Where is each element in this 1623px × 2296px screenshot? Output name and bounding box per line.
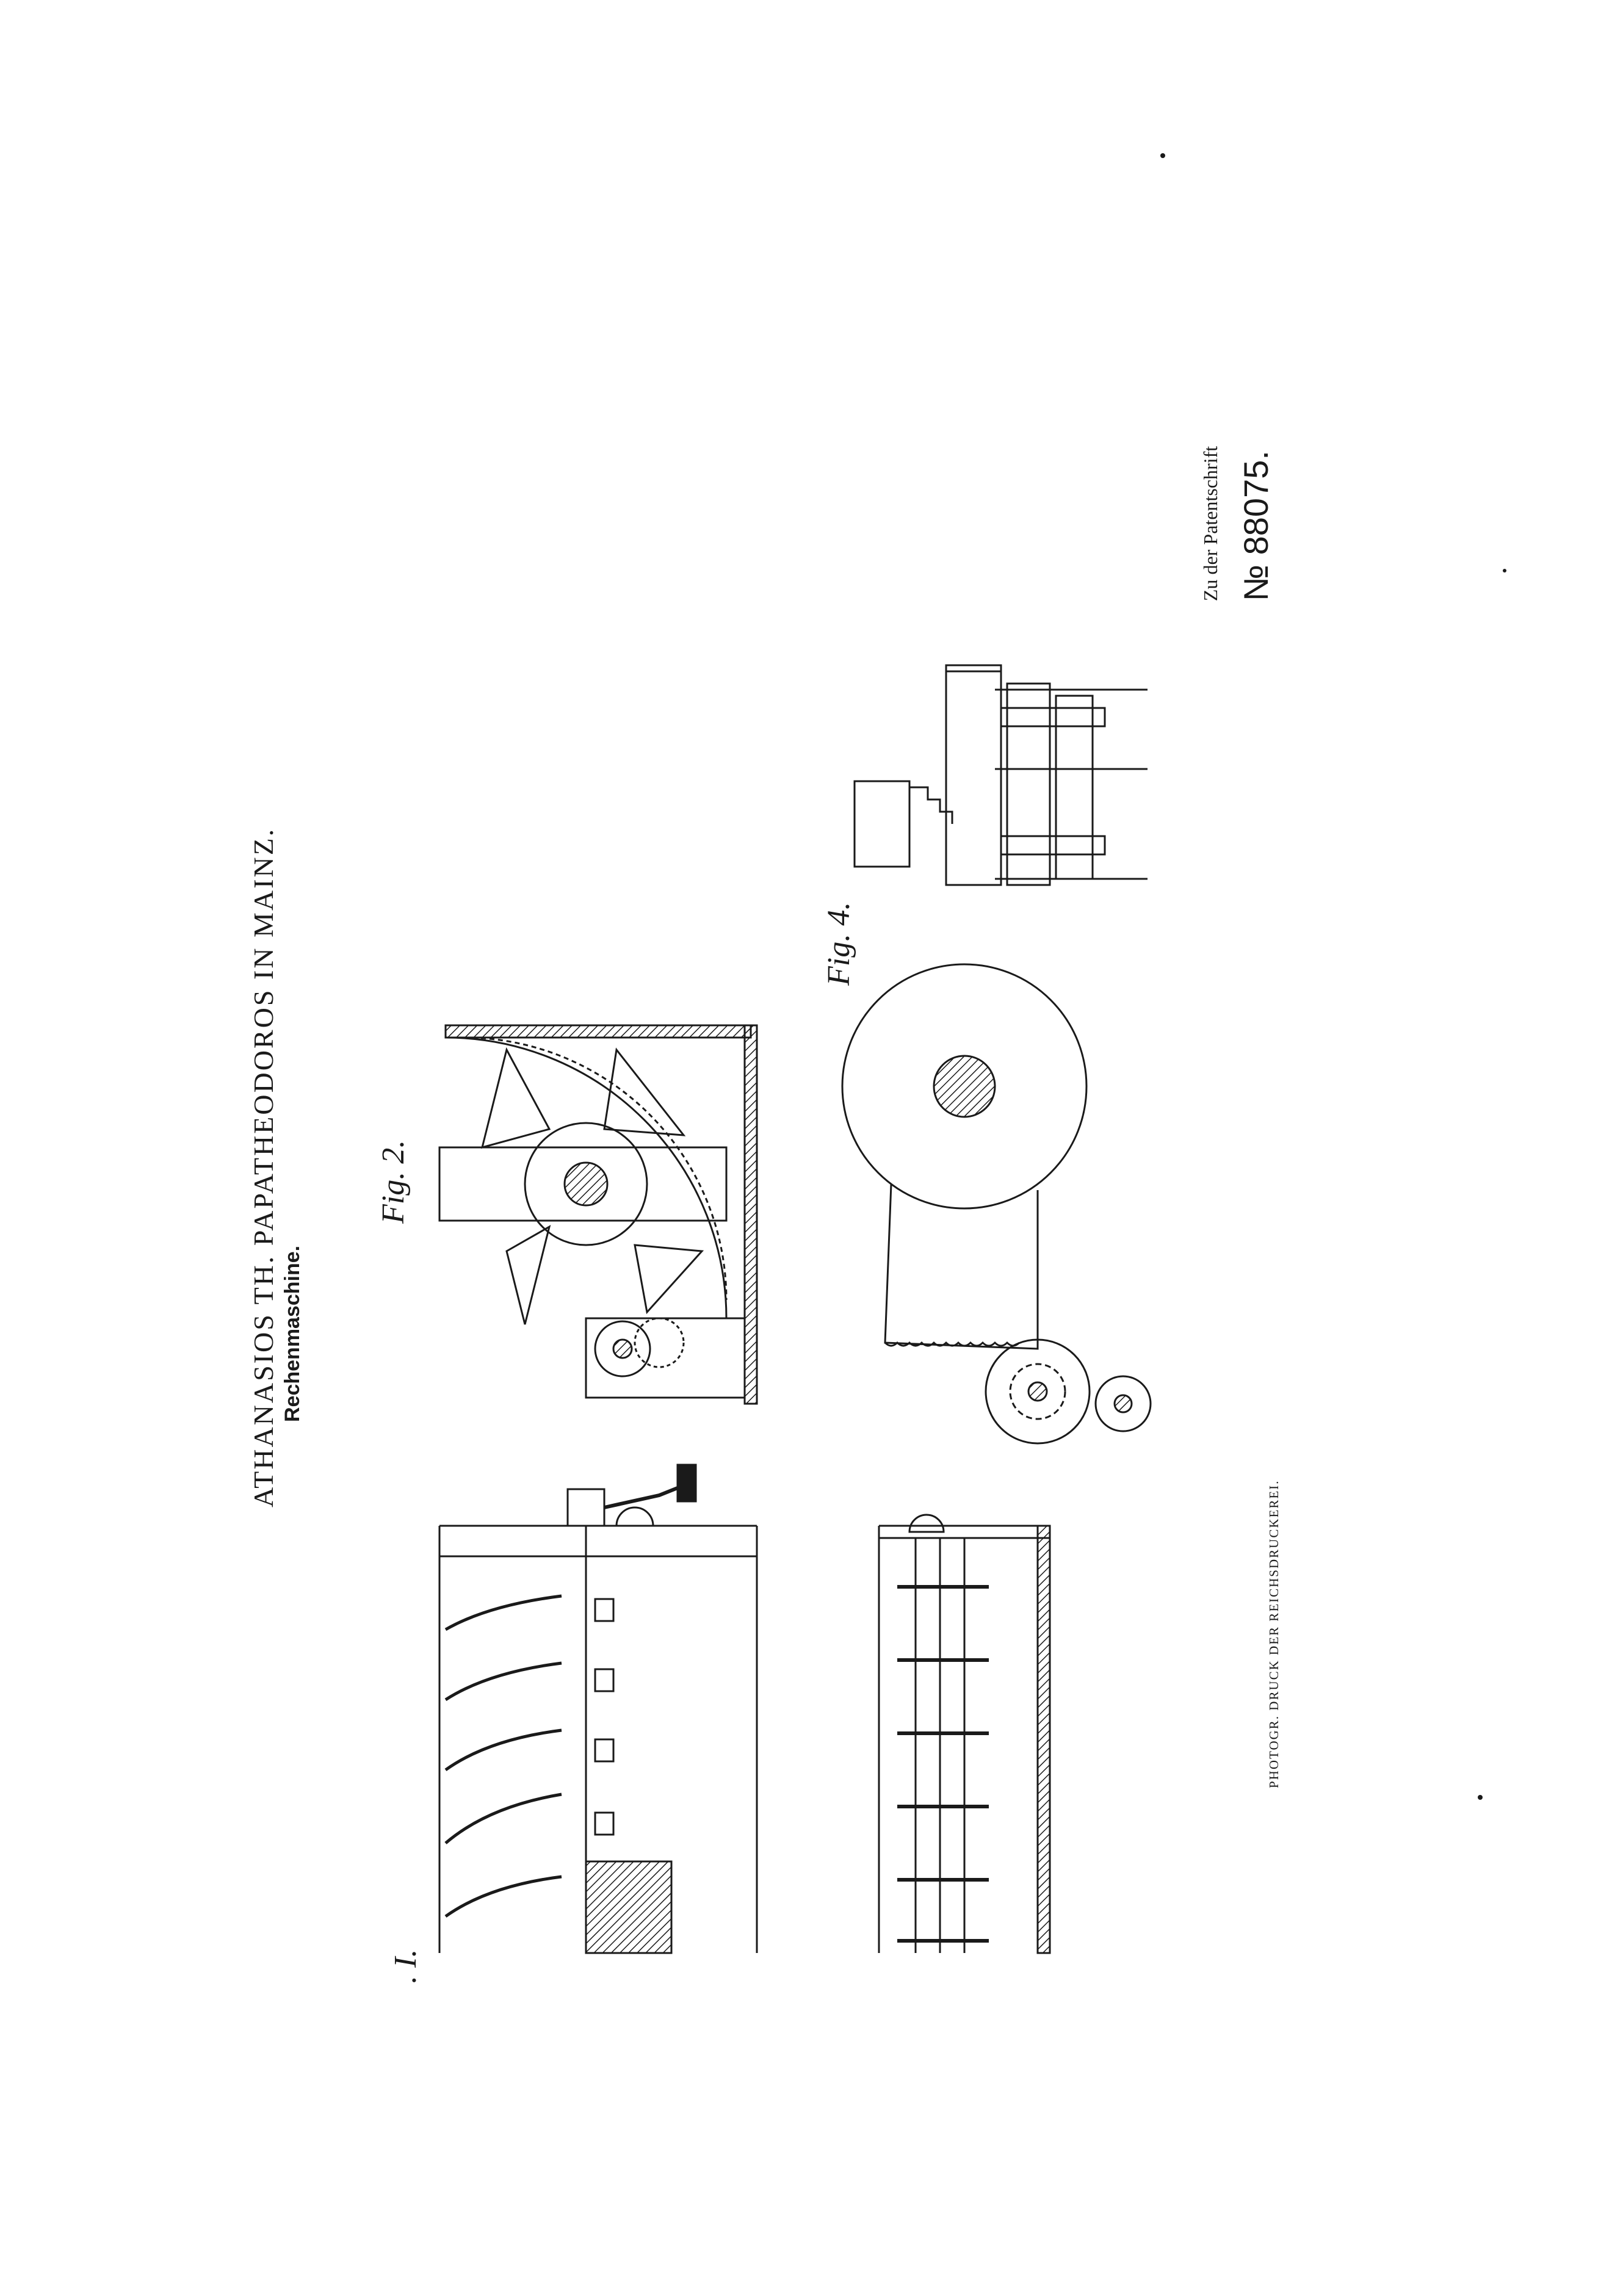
figure-2-bar: [438, 1146, 728, 1222]
figure-1-window: [594, 1598, 615, 1622]
figure-4-stepped-block: [853, 780, 911, 868]
figure-4-hub: [933, 1055, 996, 1118]
figure-1-crank-housing: [566, 1488, 605, 1527]
figure-1-window: [594, 1738, 615, 1763]
figure-4-drawing: [841, 963, 1152, 1445]
figure-1-crank-handle: [676, 1464, 697, 1503]
figure-1-window: [594, 1811, 615, 1836]
figure-1-drawing: [438, 1464, 758, 1954]
figure-1-window: [594, 1668, 615, 1692]
figure-4-disc: [841, 963, 1088, 1210]
figure-3-drawing: [878, 1514, 1051, 1954]
figure-2-hub: [563, 1161, 609, 1207]
figure-1-knob: [615, 1506, 654, 1527]
figure-4-star-wheel: [1094, 1375, 1152, 1432]
figure-2-drawing: [438, 1024, 758, 1405]
figure-1-slots: [444, 1594, 562, 1918]
figure-1-gears: [585, 1860, 673, 1954]
scan-specks: [1160, 153, 1506, 1800]
figure-2-gear: [594, 1320, 651, 1377]
figure-4-detail-drawing: [853, 664, 1148, 886]
figure-4-gear-large: [985, 1338, 1091, 1445]
figure-3-pins: [897, 1585, 989, 1943]
